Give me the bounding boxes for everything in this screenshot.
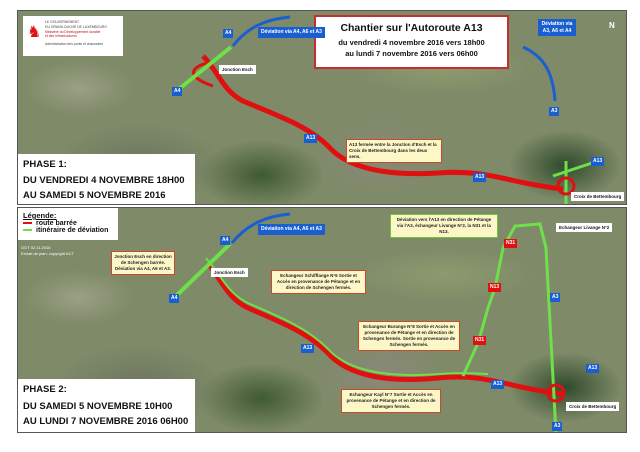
shield-a3: A3 xyxy=(550,293,561,302)
shield-a4: A4 xyxy=(169,294,180,303)
phase2-map: Légende: route barrée itinéraire de dévi… xyxy=(17,207,627,433)
logo-line: DU GRAND-DUCHÉ DE LUXEMBOURG xyxy=(45,24,107,29)
junction-esch-label: Jonction Esch xyxy=(211,268,248,277)
map-copyright: Extrait de plan: copyright ACT xyxy=(21,251,74,257)
deviation-arrow-west xyxy=(231,15,291,47)
date-end: au lundi 7 novembre 2016 vers 06h00 xyxy=(345,49,478,58)
legend-closed: route barrée xyxy=(36,220,77,227)
deviation-arrow-west xyxy=(230,212,291,244)
government-logo: ♞ LE GOUVERNEMENT DU GRAND-DUCHÉ DE LUXE… xyxy=(23,16,123,56)
schifflange-note: Echangeur Schifflange N°6 Sortie et Accè… xyxy=(271,270,366,295)
phase2-box: PHASE 2: DU SAMEDI 5 NOVEMBRE 10H00 AU L… xyxy=(18,379,195,432)
logo-line: Administration des ponts et chaussées xyxy=(45,42,104,47)
deviation-label-west: Déviation via A4, A6 et A3 xyxy=(258,224,325,235)
shield-a13: A13 xyxy=(301,344,315,353)
shield-a13: A13 xyxy=(491,380,505,389)
shield-a4: A4 xyxy=(172,87,183,96)
shield-n31: N31 xyxy=(473,336,487,345)
detour-route-n31-n13 xyxy=(461,222,558,432)
legend: Légende: route barrée itinéraire de dévi… xyxy=(18,208,118,240)
legend-detour: itinéraire de déviation xyxy=(36,227,109,234)
deviation-label-west: Déviation via A4, A6 et A3 xyxy=(258,27,325,38)
kayl-note: Echangeur Kayl N°7 Sortie et Accès en pr… xyxy=(341,389,441,414)
closure-note: A13 fermée entre la Jonction d'Esch et l… xyxy=(346,139,442,164)
shield-a13: A13 xyxy=(591,157,605,166)
phase1-from: DU VENDREDI 4 NOVEMBRE 18H00 xyxy=(23,175,185,187)
date-start: du vendredi 4 novembre 2016 vers 18h00 xyxy=(338,38,485,47)
north-arrow-icon: N xyxy=(609,21,615,30)
detour-route-a13 xyxy=(205,257,489,377)
phase2-from: DU SAMEDI 5 NOVEMBRE 10H00 xyxy=(23,401,173,413)
junction-esch-label: Jonction Esch xyxy=(219,65,256,74)
shield-a13: A13 xyxy=(473,173,487,182)
burange-note: Echangeur Burange N°8 Sortie et Accès en… xyxy=(358,321,460,352)
closed-road-a13 xyxy=(205,261,564,397)
closed-road-ramp xyxy=(192,61,214,88)
logo-line: et des Infrastructures xyxy=(45,34,77,39)
croix-interchange xyxy=(556,176,576,196)
phase1-map: ♞ LE GOUVERNEMENT DU GRAND-DUCHÉ DE LUXE… xyxy=(17,10,627,205)
logo-line: Ministère du Développement durable xyxy=(45,29,101,34)
detour-route-a4 xyxy=(177,45,233,91)
shield-a4: A4 xyxy=(223,29,234,38)
logo-line: LE GOUVERNEMENT xyxy=(45,20,80,24)
detour-route-a4 xyxy=(174,242,232,298)
header-box: Chantier sur l'Autoroute A13 du vendredi… xyxy=(314,15,509,69)
shield-n31: N31 xyxy=(504,239,518,248)
phase1-box: PHASE 1: DU VENDREDI 4 NOVEMBRE 18H00 AU… xyxy=(18,154,195,205)
phase2-title: PHASE 2: xyxy=(23,384,67,395)
croix-interchange xyxy=(546,383,566,403)
croix-label: Croix de Bettembourg xyxy=(566,402,620,411)
esch-note: Jonction Esch en direction de Schengen b… xyxy=(111,251,175,276)
deviation-note: Déviation vers l'A13 en direction de Pét… xyxy=(390,214,498,239)
croix-label: Croix de Bettembourg xyxy=(571,192,625,201)
phase1-to: AU SAMEDI 5 NOVEMBRE 2016 10H00 xyxy=(23,189,166,205)
deviation-label-east: Déviation via A3, A6 et A4 xyxy=(538,19,576,36)
legend-title: Légende: xyxy=(23,211,57,220)
shield-a13: A13 xyxy=(304,134,318,143)
lion-icon: ♞ xyxy=(27,24,42,41)
shield-n13: N13 xyxy=(488,283,502,292)
legend-swatch-detour xyxy=(23,229,32,232)
phase1-title: PHASE 1: xyxy=(23,159,67,170)
phase2-to: AU LUNDI 7 NOVEMBRE 2016 06H00 xyxy=(23,415,189,427)
detour-route-a3 xyxy=(552,159,599,204)
map-date: OGT 02.11.2016 xyxy=(21,245,51,250)
livange-label: Echangeur Livange N°2 xyxy=(556,223,613,232)
phase2-roads xyxy=(174,212,566,432)
shield-a13: A13 xyxy=(586,364,600,373)
shield-a3: A3 xyxy=(549,107,560,116)
shield-a4: A4 xyxy=(220,236,231,245)
page-title: Chantier sur l'Autoroute A13 xyxy=(340,22,483,34)
shield-a3: A3 xyxy=(552,422,563,431)
deviation-arrow-east xyxy=(522,45,557,102)
closed-road-a13 xyxy=(201,54,564,192)
legend-swatch-closed xyxy=(23,222,32,225)
